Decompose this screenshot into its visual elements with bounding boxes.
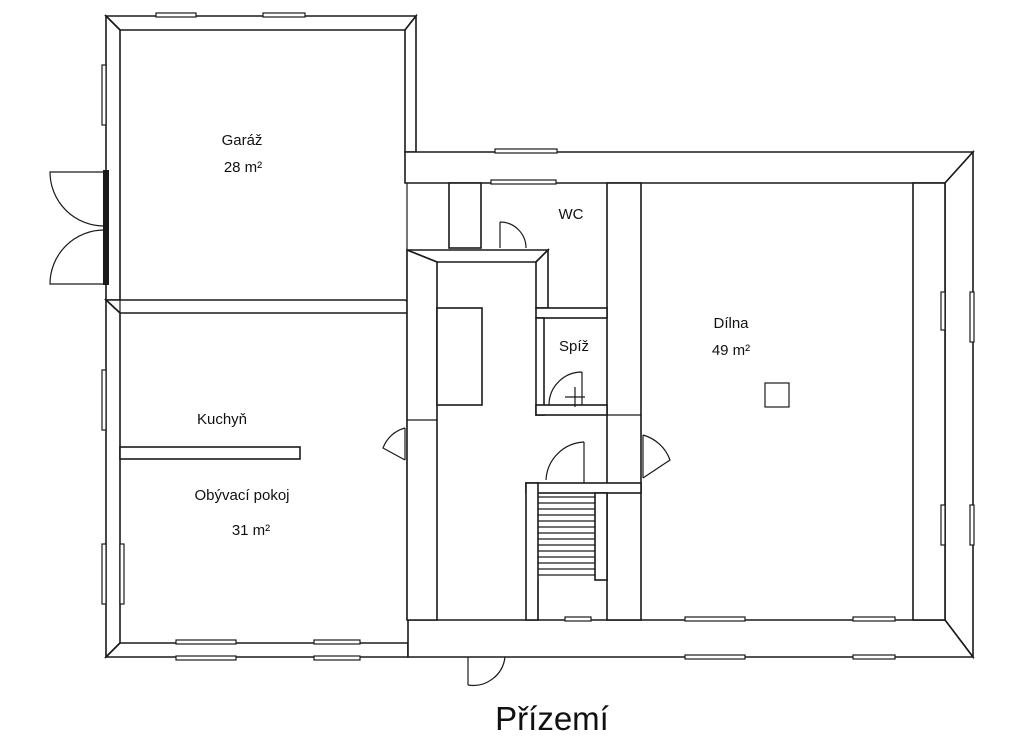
floor-title: Přízemí <box>495 700 609 737</box>
window <box>940 504 946 546</box>
living-area: 31 m² <box>232 522 270 539</box>
window <box>684 616 746 622</box>
workshop-label: Dílna <box>713 315 749 332</box>
window <box>175 639 237 645</box>
window <box>119 543 125 605</box>
window <box>490 179 557 185</box>
garage-walls <box>103 13 438 314</box>
workshop-area: 49 m² <box>712 342 750 359</box>
living-walls <box>104 298 409 659</box>
window <box>969 504 975 546</box>
window <box>313 655 361 661</box>
wc-label: WC <box>559 206 584 223</box>
kitchen-label: Kuchyň <box>197 411 247 428</box>
garage-label: Garáž <box>222 132 263 149</box>
window <box>940 291 946 331</box>
window <box>262 12 306 18</box>
stair-treads <box>538 496 595 576</box>
window <box>101 543 107 605</box>
garage-area: 28 m² <box>224 159 262 176</box>
window <box>313 639 361 645</box>
pantry-walls <box>535 307 641 416</box>
window <box>969 291 975 343</box>
staircase <box>525 482 642 621</box>
workshop-walls <box>404 149 975 660</box>
living-label: Obývací pokoj <box>194 487 289 504</box>
window <box>684 654 746 660</box>
window <box>175 655 237 661</box>
window <box>155 12 197 18</box>
window <box>852 616 896 622</box>
window <box>101 369 107 431</box>
window <box>564 616 592 622</box>
workshop-pillar <box>764 382 790 408</box>
windows <box>101 12 975 661</box>
window <box>852 654 896 660</box>
window <box>494 148 558 154</box>
hallway-walls <box>406 248 550 621</box>
window <box>101 64 107 126</box>
pantry-label: Spíž <box>559 338 589 355</box>
doors <box>49 170 671 687</box>
